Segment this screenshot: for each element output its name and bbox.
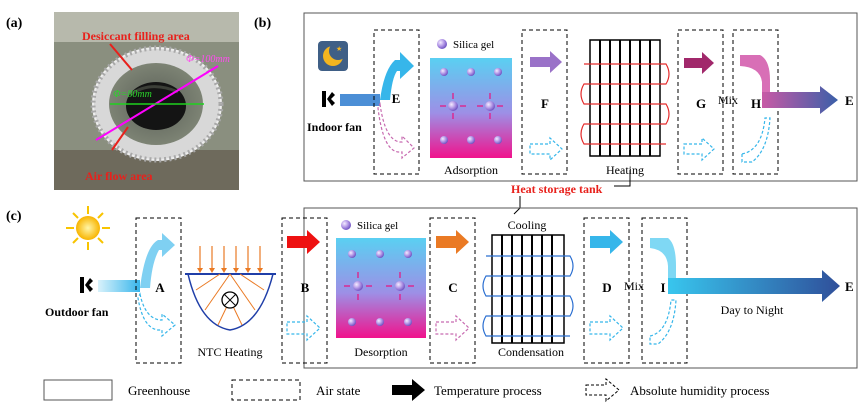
air-state-box-h [732, 29, 779, 175]
state-h-label: H [751, 96, 761, 111]
desorption-particles [344, 250, 414, 326]
air-state-box-i [641, 217, 688, 364]
indoor-air-inlet [340, 94, 380, 106]
air-state-box-c [429, 217, 476, 364]
heating-coil [580, 39, 670, 157]
tank-pointer-left [513, 196, 521, 215]
legend-temperature-arrow [392, 379, 425, 401]
air-state-box-a [135, 217, 182, 364]
legend-humidity-label: Absolute humidity process [630, 383, 769, 398]
condensation-coil [482, 234, 574, 344]
desiccant-pointer [109, 43, 133, 71]
silica-gel-label-night: Silica gel [453, 39, 494, 51]
svg-text:★: ★ [336, 45, 342, 53]
moon-icon: ★ [318, 41, 348, 71]
humidity-arrow-d [589, 314, 624, 342]
state-i-label: I [660, 280, 665, 295]
humidity-arrow-c [435, 314, 470, 342]
outdoor-fan-label: Outdoor fan [45, 305, 109, 319]
temperature-arrow-c [436, 230, 469, 254]
temperature-arrow-h [740, 55, 770, 94]
day-to-night-label: Day to Night [721, 303, 784, 317]
temperature-arrow-d [590, 230, 623, 254]
silica-gel-ball-icon-day [341, 220, 351, 230]
air-state-box-g [677, 29, 724, 175]
phi-100-label: Φ=100mm [186, 54, 230, 65]
humidity-arrow-e [377, 102, 415, 160]
end-state-day: E [845, 279, 854, 294]
silica-gel-label-day: Silica gel [357, 220, 398, 232]
sun-icon [66, 206, 110, 250]
state-e-label: E [392, 91, 401, 106]
panel-a-label: (a) [6, 16, 23, 31]
airflow-pointer [111, 126, 129, 151]
legend-air-state-label: Air state [316, 383, 361, 398]
humidity-arrow-h [741, 117, 771, 163]
adsorption-particles [440, 68, 503, 144]
state-c-label: C [448, 280, 457, 295]
legend-temperature-label: Temperature process [434, 383, 542, 398]
silica-gel-ball-icon [437, 39, 447, 49]
outdoor-air-inlet [98, 280, 140, 292]
ntc-heater [185, 246, 276, 331]
air-state-box-f [521, 29, 568, 175]
phi-100-dimension [95, 65, 219, 141]
humidity-arrow-f [529, 136, 563, 162]
temperature-arrow-f [530, 51, 562, 73]
legend-greenhouse-label: Greenhouse [128, 383, 190, 398]
outlet-arrow-night [762, 86, 838, 114]
temperature-arrow-a [140, 233, 175, 288]
condensation-label: Condensation [498, 345, 564, 359]
state-a-label: A [155, 280, 165, 295]
state-d-label: D [602, 280, 611, 295]
outlet-arrow-day [668, 270, 840, 302]
phi-80-label: Φ=80mm [113, 89, 152, 100]
humidity-arrow-a [137, 292, 176, 338]
mix-label-day: Mix [624, 279, 644, 293]
greenhouse-box-night [303, 12, 858, 182]
greenhouse-box-day [303, 207, 858, 369]
air-state-box-e [373, 29, 420, 175]
tank-pointer-right [614, 170, 631, 187]
heat-storage-tank-label: Heat storage tank [511, 182, 603, 196]
indoor-fan-label: Indoor fan [307, 120, 362, 134]
adsorption-label: Adsorption [444, 163, 498, 177]
cooling-label: Cooling [508, 218, 547, 232]
outdoor-fan-icon [80, 277, 93, 293]
temperature-arrow-g [684, 52, 714, 74]
end-state-night: E [845, 93, 854, 108]
airflow-area-label: Air flow area [85, 169, 153, 183]
temperature-arrow-i [650, 238, 676, 278]
humidity-arrow-i [649, 299, 677, 345]
legend-humidity-arrow [585, 377, 620, 403]
humidity-arrow-g [683, 136, 715, 162]
legend-air-state-swatch [231, 379, 301, 401]
air-state-box-b [281, 217, 328, 364]
ntc-heating-label: NTC Heating [198, 345, 263, 359]
state-g-label: G [696, 96, 706, 111]
temperature-arrow-b [287, 230, 320, 254]
temperature-arrow-e [380, 52, 414, 100]
indoor-fan-icon [322, 91, 335, 107]
panel-b-label: (b) [254, 16, 271, 31]
air-state-box-d [583, 217, 630, 364]
state-b-label: B [301, 280, 310, 295]
legend-greenhouse-swatch [43, 379, 113, 401]
desorption-label: Desorption [354, 345, 407, 359]
legend: Greenhouse Air state Temperature process… [43, 377, 769, 403]
desiccant-filling-label: Desiccant filling area [82, 29, 190, 43]
mix-label-night: Mix [718, 93, 738, 107]
panel-c-label: (c) [6, 209, 22, 224]
humidity-arrow-b [286, 314, 321, 342]
heating-label: Heating [606, 163, 644, 177]
state-f-label: F [541, 96, 549, 111]
